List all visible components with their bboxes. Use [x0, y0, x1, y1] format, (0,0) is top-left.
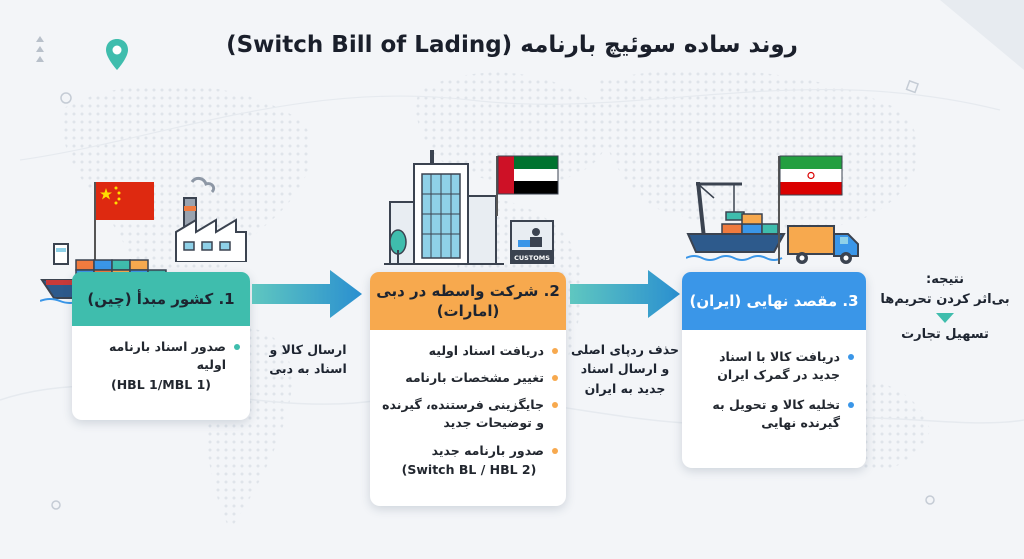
result-label: نتیجه:: [926, 272, 964, 287]
step3-card: 3. مقصد نهایی (ایران) دریافت کالا با اسن…: [682, 272, 866, 468]
bullet-dot: [848, 354, 854, 360]
bullet-dot: [552, 447, 558, 454]
arrow1-line1: ارسال کالا و: [269, 342, 347, 357]
step3-heading: 3. مقصد نهایی (ایران): [682, 272, 866, 330]
bullet-dot: [552, 348, 558, 354]
page-title: روند ساده سوئیچ بارنامه (Switch Bill of …: [226, 32, 798, 58]
arrow-right-icon: [252, 270, 362, 318]
result-line1: بی‌اثر کردن تحریم‌ها: [880, 291, 1010, 307]
uae-flag-icon: [496, 155, 559, 216]
customs-icon: CUSTOMS: [510, 220, 554, 264]
port-crane-icon: [686, 182, 786, 261]
bullet-dot: [234, 344, 240, 350]
list-item-text: دریافت اسناد اولیه: [428, 343, 544, 358]
list-item: تخلیه کالا و تحویل به گیرنده نهایی: [694, 396, 854, 432]
step1-list: صدور اسناد بارنامه اولیه (HBL 1/MBL 1): [82, 338, 240, 403]
list-item: صدور اسناد بارنامه اولیه: [82, 338, 240, 374]
step2-heading-line1: 2. شرکت واسطه در دبی: [376, 281, 560, 300]
step2-heading: 2. شرکت واسطه در دبی (امارات): [370, 272, 566, 330]
location-pin-icon: [106, 39, 128, 70]
list-item-text: (HBL 1/MBL 1): [111, 377, 211, 393]
step2-heading-line2: (امارات): [436, 302, 500, 320]
step1-card: 1. کشور مبدأ (چین) صدور اسناد بارنامه او…: [72, 272, 250, 420]
list-item: صدور بارنامه جدید: [380, 442, 558, 460]
iran-flag-icon: [778, 155, 843, 264]
factory-icon: [175, 176, 247, 262]
list-item-text: صدور اسناد بارنامه اولیه: [108, 339, 226, 373]
step2-card: 2. شرکت واسطه در دبی (امارات) دریافت اسن…: [370, 272, 566, 506]
china-flag-icon: [94, 182, 154, 278]
triangle-down-icon: [936, 313, 954, 323]
customs-officer-icon: [510, 220, 554, 252]
arrow2-line3: جدید به ایران: [584, 380, 666, 396]
step2-list: دریافت اسناد اولیه تغییر مشخصات بارنامه …: [380, 342, 558, 488]
list-item: دریافت اسناد اولیه: [380, 342, 558, 360]
bullet-dot: [848, 402, 854, 409]
list-item: تغییر مشخصات بارنامه: [380, 369, 558, 387]
list-item-text: صدور بارنامه جدید: [431, 442, 544, 458]
list-item-text: تغییر مشخصات بارنامه: [405, 370, 544, 386]
result-line2: تسهیل تجارت: [901, 327, 989, 342]
arrow1-line2: اسناد به دبی: [269, 361, 347, 377]
list-item: جایگزینی فرستنده، گیرنده و توضیحات جدید: [380, 396, 558, 432]
arrow2-caption: حذف ردپای اصلی و ارسال اسناد جدید به ایر…: [566, 340, 684, 398]
list-item-text: (Switch BL / HBL 2): [401, 461, 537, 477]
office-building-icon: [384, 150, 504, 265]
step1-heading: 1. کشور مبدأ (چین): [72, 272, 250, 326]
customs-label: CUSTOMS: [510, 252, 554, 264]
list-item: (HBL 1/MBL 1): [82, 376, 240, 394]
step1-heading-text: 1. کشور مبدأ (چین): [87, 289, 235, 308]
list-item: (Switch BL / HBL 2): [380, 461, 558, 479]
arrow2-line2: و ارسال اسناد: [580, 361, 670, 377]
bullet-dot: [552, 375, 558, 382]
step3-heading-text: 3. مقصد نهایی (ایران): [689, 291, 859, 310]
list-item-text: تخلیه کالا و تحویل به گیرنده نهایی: [712, 397, 840, 431]
list-item-text: دریافت کالا با اسناد جدید در گمرک ایران: [717, 349, 840, 383]
list-item: دریافت کالا با اسناد جدید در گمرک ایران: [694, 348, 854, 384]
truck-icon: [787, 225, 859, 264]
list-item-text: جایگزینی فرستنده، گیرنده و توضیحات جدید: [382, 397, 544, 431]
bullet-dot: [552, 402, 558, 409]
arrow1-caption: ارسال کالا و اسناد به دبی: [256, 340, 360, 379]
arrow2-line1: حذف ردپای اصلی: [570, 342, 680, 357]
arrow-right-icon: [570, 270, 680, 318]
step3-list: دریافت کالا با اسناد جدید در گمرک ایران …: [694, 348, 854, 442]
result-block: نتیجه: بی‌اثر کردن تحریم‌ها تسهیل تجارت: [872, 270, 1018, 345]
